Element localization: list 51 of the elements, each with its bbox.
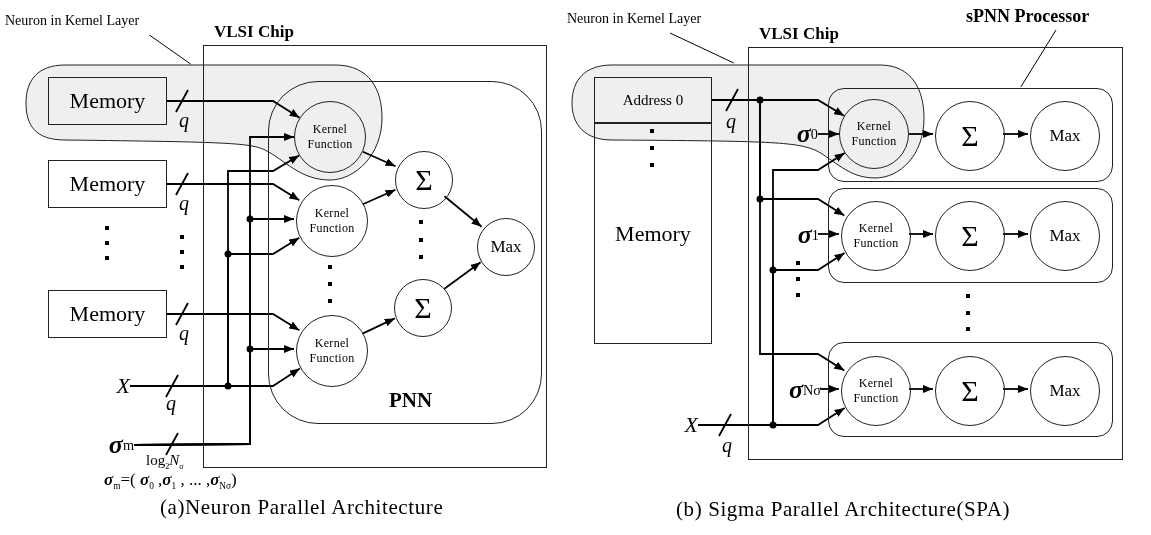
panel-label: PNN	[389, 388, 433, 413]
figure-caption: (b) Sigma Parallel Architecture(SPA)	[676, 497, 1010, 522]
leader-line	[148, 34, 192, 65]
callout-text: Neuron in Kernel Layer	[567, 11, 743, 33]
address-cell: Address 0	[594, 77, 712, 123]
bus-width-label: q	[179, 322, 189, 345]
callout-text: Neuron in Kernel Layer	[5, 13, 195, 35]
figure-caption: (a)Neuron Parallel Architecture	[160, 495, 444, 520]
arrow	[1002, 130, 1029, 138]
leader-line	[1020, 29, 1057, 88]
bus-width-label: q	[179, 109, 189, 132]
arrow	[819, 385, 840, 393]
chip-heading: VLSI Chip	[759, 24, 839, 44]
arrow	[166, 183, 301, 202]
formula-text: σ$_{m}$=( σ$_{0}$ ,σ$_{1}$ , ... ,σ$_{Nσ}$)	[104, 470, 237, 492]
arrow	[908, 130, 934, 138]
callout-text: sPNN Processor	[966, 6, 1146, 30]
arrow	[166, 313, 301, 332]
arrow	[166, 100, 301, 119]
processor-panel	[828, 342, 1113, 437]
arrow	[443, 261, 482, 290]
arrow	[362, 150, 397, 168]
input-symbol: X	[100, 373, 130, 399]
arrow	[817, 230, 840, 238]
arrow	[443, 195, 483, 228]
memory-block: Memory	[48, 290, 167, 338]
arrow	[908, 385, 934, 393]
bus-width-label: q	[726, 110, 736, 133]
memory-block: Memory	[48, 77, 167, 125]
processor-panel	[828, 88, 1113, 182]
arrow	[133, 345, 295, 446]
shaded-region	[570, 63, 926, 181]
bus-width-label: q	[179, 192, 189, 215]
arrow	[817, 130, 840, 138]
arrow	[129, 367, 301, 387]
memory-block: Memory	[48, 160, 167, 208]
network-panel	[268, 81, 542, 424]
bus-width-label: q	[166, 392, 176, 415]
arrow	[1002, 385, 1029, 393]
chip-heading: VLSI Chip	[214, 22, 294, 42]
processor-panel	[828, 188, 1113, 283]
bus-width-label: q	[722, 434, 732, 457]
memory-column: Memory	[594, 123, 712, 344]
arrow	[908, 230, 934, 238]
input-symbol: X	[672, 412, 698, 438]
arrow	[697, 407, 846, 426]
arrow	[1002, 230, 1029, 238]
arrow	[362, 188, 397, 206]
arrow	[361, 317, 396, 335]
leader-line	[669, 32, 735, 64]
bus-width-label: log$_{2}$N$_{σ}$	[146, 452, 184, 471]
